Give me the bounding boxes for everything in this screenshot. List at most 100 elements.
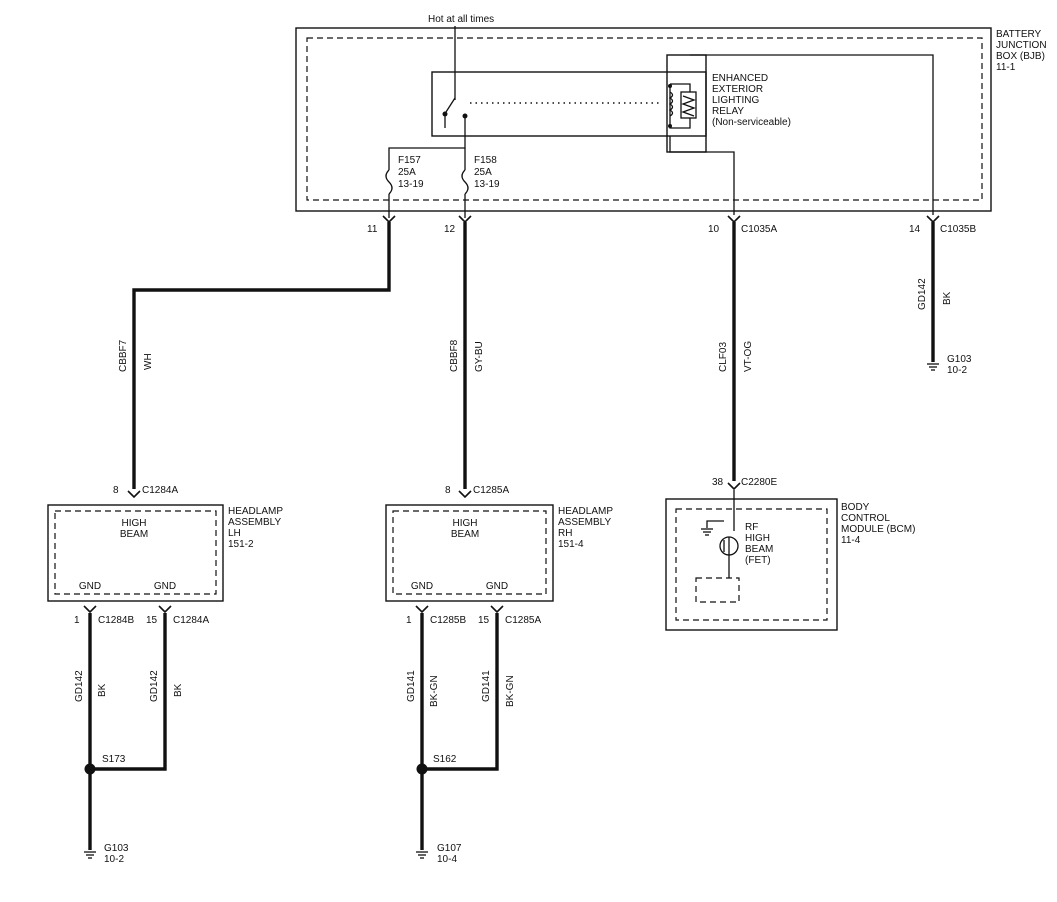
- bcm-function-line-3: BEAM: [745, 544, 773, 555]
- headlamp-lh-top-pin: 8: [113, 485, 119, 496]
- headlamp-rh-name-line-2: ASSEMBLY: [558, 517, 611, 528]
- relay-to-fuse-bus: [388, 118, 466, 170]
- bcm-name-line-4: 11-4: [841, 535, 861, 546]
- headlamp-rh-gnd-2: GND: [486, 581, 508, 592]
- headlamp-lh-inner-box: [54, 510, 217, 595]
- fuse-f158-rating: 25A: [474, 167, 492, 178]
- fuse-f157: F157 25A 13-19: [385, 155, 424, 218]
- headlamp-rh-function-line-2: BEAM: [451, 529, 479, 540]
- wire-gd142-lh-2-color: BK: [173, 683, 184, 697]
- bjb-connector-c1035a: C1035A: [741, 224, 777, 235]
- ground-g103-lh-symbol: [83, 851, 97, 859]
- connector-c1285a-pin-15: [490, 605, 504, 613]
- ground-g107-id: G107: [437, 843, 462, 854]
- headlamp-rh-outer-box: [385, 504, 554, 602]
- headlamp-rh-connector-c1285b: C1285B: [430, 615, 466, 626]
- connector-c1035a-pin-10: [727, 215, 741, 223]
- bcm-function-line-4: (FET): [745, 555, 771, 566]
- ground-g107-symbol: [415, 851, 429, 859]
- lighting-relay: Hot at all times ENHANCED EXTERIOR LIGHT…: [428, 14, 791, 153]
- connector-c1285a-pin-8: [458, 490, 472, 498]
- wire-gd142-lh-1-circuit: GD142: [74, 670, 85, 702]
- connector-c1284a-pin-15: [158, 605, 172, 613]
- body-control-module: 38 C2280E RF HIGH BEAM (FET) BODY CONTRO…: [665, 477, 915, 631]
- headlamp-rh-pin-1: 1: [406, 615, 412, 626]
- connector-c2280e-pin-38: [727, 482, 741, 490]
- wire-gd142-lh-2-circuit: GD142: [149, 670, 160, 702]
- wire-gd142-bjb-color: BK: [942, 291, 953, 305]
- bjb-inner-border: [306, 37, 983, 201]
- wire-gd142-lh-1-color: BK: [97, 683, 108, 697]
- bjb-outer-border: [295, 27, 992, 212]
- headlamp-rh-gnd-1: GND: [411, 581, 433, 592]
- headlamp-lh-pin-15: 15: [146, 615, 158, 626]
- relay-coil-loops: [668, 91, 674, 117]
- bcm-function-line-1: RF: [745, 522, 758, 533]
- bjb-name-line-1: BATTERY: [996, 29, 1042, 40]
- ground-g103-lh-id: G103: [104, 843, 129, 854]
- headlamp-rh-pin-15: 15: [478, 615, 490, 626]
- headlamp-lh-name-line-2: ASSEMBLY: [228, 517, 281, 528]
- splice-s173-label: S173: [102, 754, 126, 765]
- wire-cbbf7: [132, 222, 391, 489]
- relay-coil-lead-c1035b: [690, 54, 934, 215]
- bcm-name-line-2: CONTROL: [841, 513, 890, 524]
- fuse-f158: F158 25A 13-19: [461, 155, 500, 218]
- relay-coil-resistor: [680, 91, 697, 119]
- ground-g103-bjb-symbol: [926, 363, 940, 371]
- bjb-name-line-3: BOX (BJB): [996, 51, 1045, 62]
- headlamp-lh-function-line-2: BEAM: [120, 529, 148, 540]
- headlamp-lh-connector-c1284a: C1284A: [173, 615, 209, 626]
- connector-c1284a-pin-8: [127, 490, 141, 498]
- bjb-name-line-4: 11-1: [996, 62, 1016, 73]
- splice-s162-dot: [416, 763, 428, 775]
- fuse-f158-ref: 13-19: [474, 179, 500, 190]
- headlamp-lh-connector-c1284b: C1284B: [98, 615, 134, 626]
- connector-c1035b-pin-14: [926, 215, 940, 223]
- ground-g103-lh-ref: 10-2: [104, 854, 124, 865]
- bjb-pin-14-label: 14: [909, 224, 921, 235]
- bcm-pin-label: 38: [712, 477, 724, 488]
- bjb-name-line-2: JUNCTION: [996, 40, 1047, 51]
- ground-g103-bjb-id: G103: [947, 354, 972, 365]
- wire-clf03-circuit: CLF03: [718, 342, 729, 372]
- headlamp-lh-name-line-3: LH: [228, 528, 241, 539]
- fuse-f157-ref: 13-19: [398, 179, 424, 190]
- bcm-connector-label: C2280E: [741, 477, 777, 488]
- bjb-connector-c1035b: C1035B: [940, 224, 976, 235]
- relay-contact-right: [462, 113, 468, 119]
- relay-switch-arm: [445, 97, 456, 113]
- headlamp-lh-gnd-1: GND: [79, 581, 101, 592]
- connector-c1284b-pin-1: [83, 605, 97, 613]
- wire-gd141-rh-1-circuit: GD141: [406, 670, 417, 702]
- battery-junction-box: BATTERY JUNCTION BOX (BJB) 11-1: [295, 27, 1047, 212]
- bcm-internal-ground-lead: [706, 520, 724, 528]
- relay-coil-lead-c1035a: [669, 136, 735, 215]
- relay-box: [431, 71, 707, 137]
- wire-gd142-bjb-circuit: GD142: [917, 278, 928, 310]
- headlamp-lh-outer-box: [47, 504, 224, 602]
- bcm-name-line-1: BODY: [841, 502, 870, 513]
- relay-coil-node-top: [668, 84, 672, 88]
- bjb-pin-10-label: 10: [708, 224, 720, 235]
- bcm-function-line-2: HIGH: [745, 533, 770, 544]
- bcm-outer-box: [665, 498, 838, 631]
- relay-name-line-1: ENHANCED: [712, 73, 768, 84]
- relay-name-line-2: EXTERIOR: [712, 84, 763, 95]
- ground-g107-ref: 10-4: [437, 854, 457, 865]
- ground-g103-bjb-ref: 10-2: [947, 365, 967, 376]
- bjb-pin-11-label: 11: [367, 224, 378, 235]
- wire-clf03-color: VT-OG: [743, 341, 754, 372]
- relay-name-line-3: LIGHTING: [712, 95, 759, 106]
- headlamp-assembly-lh: 8 C1284A HIGH BEAM GND GND HEADLAMP ASSE…: [47, 485, 283, 602]
- relay-coil-box: [666, 54, 707, 153]
- fuse-f158-id: F158: [474, 155, 497, 166]
- hot-at-all-times-label: Hot at all times: [428, 14, 494, 25]
- relay-name-line-5: (Non-serviceable): [712, 117, 791, 128]
- splice-s162-label: S162: [433, 754, 457, 765]
- wire-gd141-rh-2-circuit: GD141: [481, 670, 492, 702]
- bcm-driver-box: [695, 577, 740, 603]
- wire-cbbf7-circuit: CBBF7: [118, 339, 129, 372]
- wire-gd141-rh-2-color: BK-GN: [505, 675, 516, 707]
